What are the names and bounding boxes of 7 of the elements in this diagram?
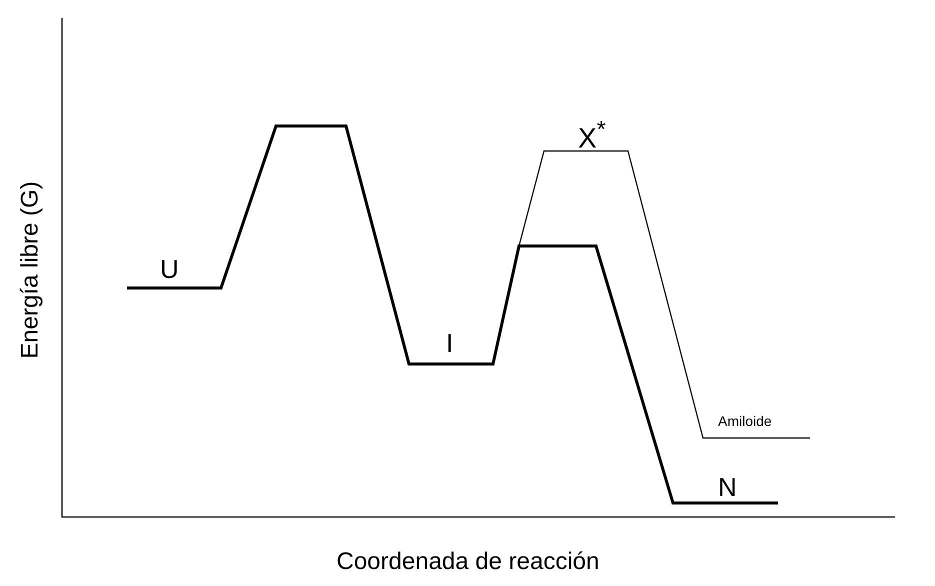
state-label: X$^{*}$ xyxy=(578,118,606,152)
axis-title: Coordenada de reacción xyxy=(336,550,600,574)
state-label: N xyxy=(718,474,737,500)
state-label: Amiloide xyxy=(718,414,772,428)
state-label: U xyxy=(160,256,179,282)
state-label: I xyxy=(446,330,454,356)
axis-title: Energía libre (G) xyxy=(18,181,42,359)
